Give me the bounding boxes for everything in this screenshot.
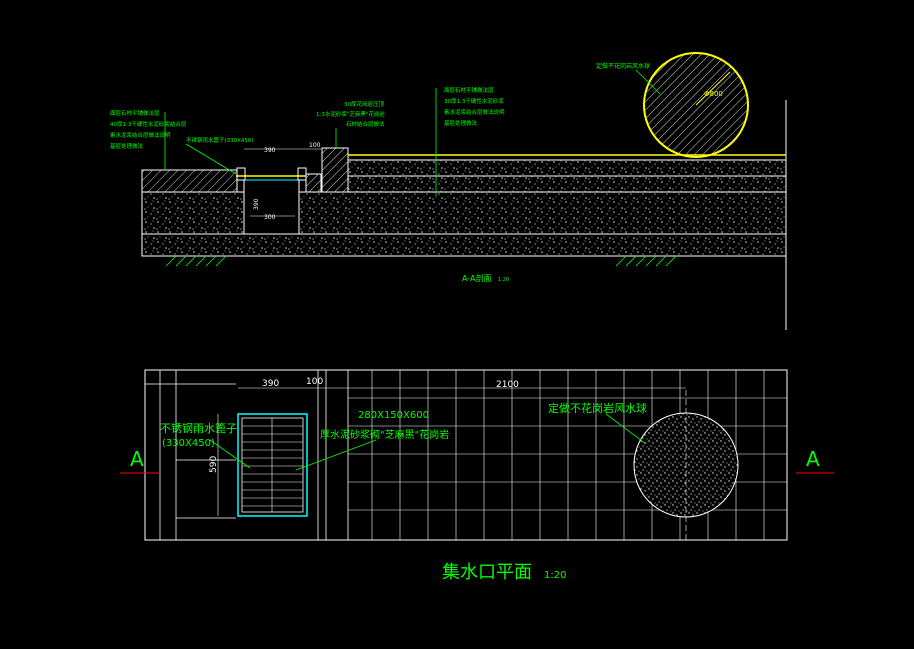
section-scale: 1:20 xyxy=(498,277,509,283)
center-callouts: 30厚花岗岩压顶 1:3水泥砂浆"芝麻黑"花岗岩 石材结合层做法 xyxy=(316,100,385,128)
right-callout-1: 面层石材平铺做法层 xyxy=(444,86,494,94)
right-callout-3: 素水泥浆结合层做法说明 xyxy=(444,108,505,116)
left-concrete-layer xyxy=(141,191,245,235)
grate-leader xyxy=(185,143,237,175)
center-callout-2: 1:3水泥砂浆"芝麻黑"花岗岩 xyxy=(316,110,385,118)
plan-frame xyxy=(144,369,788,541)
plan-title: 集水口平面 xyxy=(442,562,532,583)
right-mortar-layer xyxy=(347,175,787,193)
plan-view: 390 100 2100 590 不锈钢雨水篦子 (330X450) 280X1… xyxy=(120,369,834,583)
paving-grid xyxy=(348,370,787,540)
grate-seat-left xyxy=(236,167,246,181)
section-view: Φ800 定做不花岗岩风水球 390 100 300 390 面层石材平铺做法层… xyxy=(110,52,787,330)
section-mark-right: A xyxy=(806,447,820,471)
center-callout-3: 石材结合层做法 xyxy=(346,120,385,128)
plan-grate-leader xyxy=(209,439,251,469)
plan-curb-label-1: 280X150X600 xyxy=(358,410,429,421)
right-base-layer xyxy=(347,159,787,177)
left-callout-3: 素水泥浆结合层做法说明 xyxy=(110,131,171,139)
left-callouts: 面层石材平铺做法层 40厚1:3干硬性水泥砂浆结合层 素水泥浆结合层做法说明 基… xyxy=(110,109,187,150)
grate-bars xyxy=(242,425,303,507)
ball-leader xyxy=(635,69,661,95)
curb-small xyxy=(305,173,322,193)
section-title: A-A剖面 xyxy=(462,273,491,283)
dim-curb: 100 xyxy=(309,142,321,149)
plan-ball-label: 定做不花岗岩风水球 xyxy=(548,401,647,415)
section-mark-left: A xyxy=(130,447,144,471)
left-callout-2: 40厚1:3干硬性水泥砂浆结合层 xyxy=(110,120,187,128)
plan-grate-label-1: 不锈钢雨水篦子 xyxy=(160,421,237,435)
grate-plan xyxy=(237,413,308,517)
plan-curb-leader xyxy=(295,439,377,471)
right-concrete-layer xyxy=(298,191,787,235)
plan-dim-span: 2100 xyxy=(496,380,519,390)
grate-callout: 不锈钢雨水篦子(330X450) xyxy=(186,136,254,144)
left-callout-1: 面层石材平铺做法层 xyxy=(110,109,160,117)
plan-curb-label-2: 厚水泥砂浆砌"芝麻黑"花岗岩 xyxy=(320,428,449,441)
left-paving-stone xyxy=(141,169,238,193)
right-callouts: 面层石材平铺做法层 30厚1:3干硬性水泥砂浆 素水泥浆结合层做法说明 基层处理… xyxy=(444,86,505,127)
plan-scale: 1:20 xyxy=(544,570,566,581)
dim-top-width: 390 xyxy=(264,147,276,154)
right-callout-2: 30厚1:3干硬性水泥砂浆 xyxy=(444,97,504,105)
grate-inner xyxy=(241,417,304,513)
plan-grate-label-2: (330X450) xyxy=(162,438,215,449)
ground-symbol-right xyxy=(615,255,677,267)
right-callout-4: 基层处理做法 xyxy=(444,119,478,127)
plan-dim-grate-width: 390 xyxy=(262,379,279,389)
left-callout-4: 基层处理做法 xyxy=(110,142,144,150)
ball-dimension: Φ800 xyxy=(704,90,723,98)
ball-callout: 定做不花岗岩风水球 xyxy=(596,62,650,70)
plan-ball-leader xyxy=(605,413,647,445)
plan-dim-grate-height: 590 xyxy=(209,456,219,473)
plan-dim-curb: 100 xyxy=(306,377,323,387)
dim-depth: 390 xyxy=(253,198,260,210)
curb-stone xyxy=(321,147,349,195)
ground-symbol-left xyxy=(165,255,227,267)
center-callout-1: 30厚花岗岩压顶 xyxy=(344,100,384,108)
ball-radius-line xyxy=(695,71,731,106)
grate-seat-right xyxy=(297,167,307,181)
base-gravel-layer xyxy=(141,233,787,257)
dim-bottom-width: 300 xyxy=(264,214,276,221)
